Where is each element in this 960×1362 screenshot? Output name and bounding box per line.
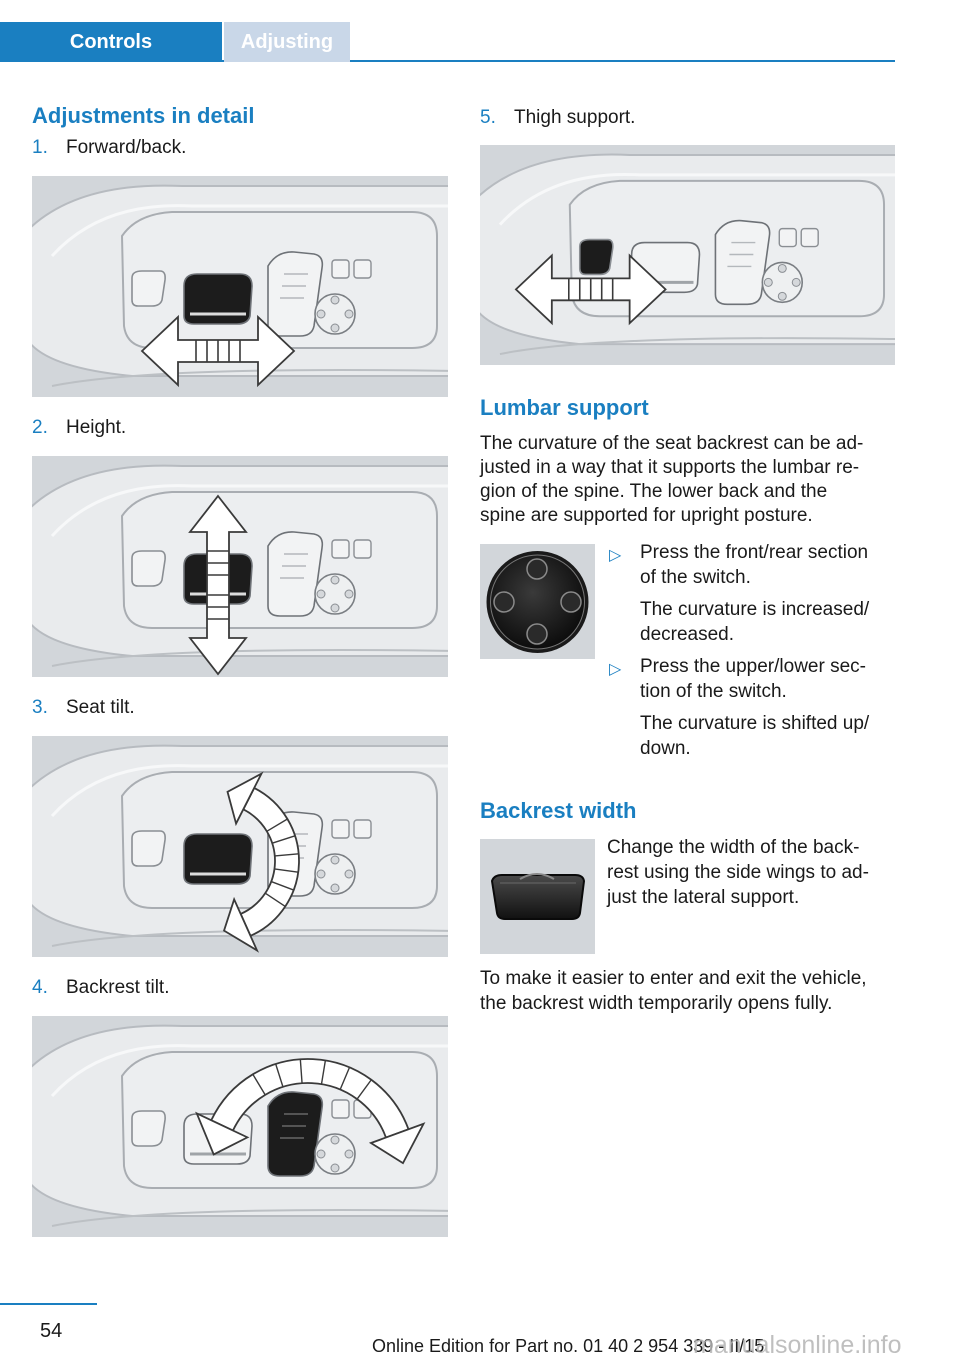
backrest-width-side-line: rest using the side wings to ad-: [607, 862, 869, 883]
item-number: 5.: [480, 107, 496, 128]
lumbar-bullet-line: Press the upper/lower sec-: [640, 656, 866, 677]
page-number: 54: [40, 1320, 63, 1342]
seat-forward-back-figure: [32, 176, 448, 397]
backrest-width-switch-image: [480, 839, 595, 954]
backrest-width-para-line: the backrest width temporarily opens ful…: [480, 993, 833, 1014]
seat-control-illustration: [480, 145, 895, 365]
thigh-support-figure: [480, 145, 895, 365]
backrest-width-side-line: Change the width of the back-: [607, 837, 860, 858]
watermark: manualsonline.info: [693, 1331, 902, 1359]
seat-tilt-figure: [32, 736, 448, 957]
lumbar-switch-icon: [486, 551, 589, 653]
item-label-backrest-tilt: Backrest tilt.: [66, 977, 170, 998]
lumbar-para-line: The curvature of the seat backrest can b…: [480, 433, 864, 454]
item-label-thigh-support: Thigh support.: [514, 107, 636, 128]
bullet-icon: ▷: [609, 661, 622, 678]
section-title-adjustments: Adjustments in detail: [32, 103, 255, 128]
lumbar-bullet-result: The curvature is shifted up/: [640, 713, 870, 734]
lumbar-bullet-result: decreased.: [640, 624, 735, 645]
lumbar-bullet-line: of the switch.: [640, 567, 751, 588]
seat-height-figure: [32, 456, 448, 677]
tab-controls[interactable]: Controls: [0, 22, 222, 62]
edition-footer: Online Edition for Part no. 01 40 2 954 …: [372, 1336, 765, 1356]
item-label-height: Height.: [66, 417, 127, 438]
item-number: 2.: [32, 417, 48, 438]
lumbar-para-line: gion of the spine. The lower back and th…: [480, 481, 828, 502]
backrest-width-side-line: just the lateral support.: [607, 887, 800, 908]
item-number: 4.: [32, 977, 48, 998]
bullet-icon: ▷: [609, 547, 622, 564]
item-label-forward-back: Forward/back.: [66, 137, 187, 158]
tab-adjusting[interactable]: Adjusting: [224, 22, 350, 62]
lumbar-switch-image: [480, 544, 595, 659]
lumbar-bullet-result: down.: [640, 738, 691, 759]
footer-page-rule: [0, 1303, 97, 1305]
backrest-tilt-figure: [32, 1016, 448, 1237]
item-label-seat-tilt: Seat tilt.: [66, 697, 135, 718]
backrest-width-para-line: To make it easier to enter and exit the …: [480, 968, 867, 989]
lumbar-para-line: spine are supported for upright posture.: [480, 505, 813, 526]
seat-control-illustration: [32, 176, 448, 397]
backrest-width-title: Backrest width: [480, 798, 637, 823]
lumbar-bullet-line: Press the front/rear section: [640, 542, 869, 563]
item-number: 1.: [32, 137, 48, 158]
item-number: 3.: [32, 697, 48, 718]
lumbar-bullet-line: tion of the switch.: [640, 681, 787, 702]
seat-control-illustration: [32, 736, 448, 957]
side-wing-switch-icon: [490, 873, 586, 920]
lumbar-bullet-result: The curvature is increased/: [640, 599, 870, 620]
seat-control-illustration: [32, 1016, 448, 1237]
lumbar-support-title: Lumbar support: [480, 395, 649, 420]
lumbar-para-line: justed in a way that it supports the lum…: [480, 457, 860, 478]
seat-control-illustration: [32, 456, 448, 677]
header-rule: [0, 60, 895, 62]
